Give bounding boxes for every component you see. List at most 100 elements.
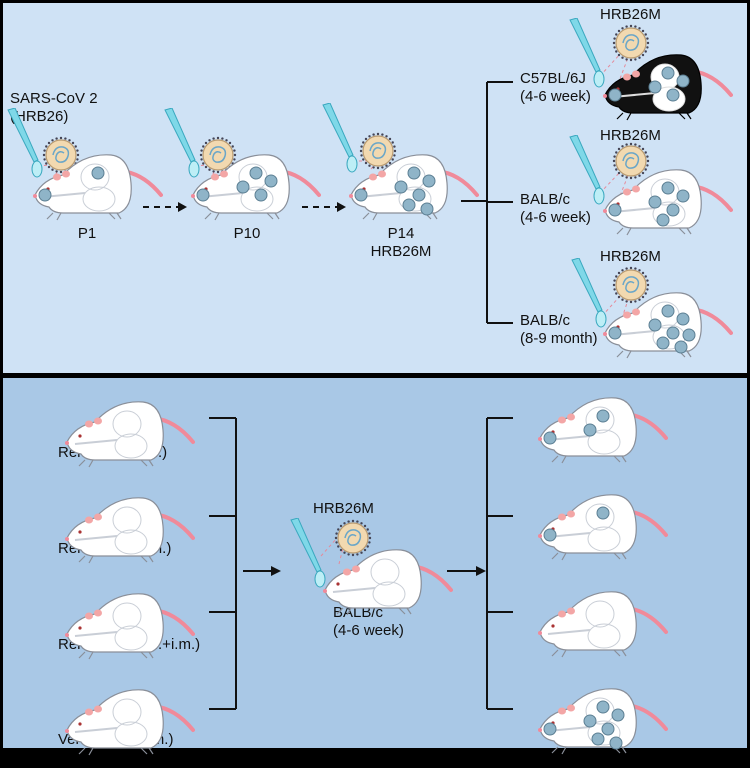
virus-particle: [358, 131, 398, 176]
virus-particle-icon: [334, 519, 372, 557]
pipette-icon: [322, 102, 358, 173]
mouse-icon: [603, 292, 733, 359]
treated-mouse-2: [55, 486, 195, 576]
challenged-mouse: [313, 538, 453, 628]
pipette: [163, 107, 203, 183]
challenge-group-label-1: C57BL/6J (4-6 week): [520, 70, 591, 106]
infection-focus: [666, 203, 680, 217]
droplet: [314, 570, 326, 588]
infection-focus: [674, 340, 688, 354]
infection-focus: [661, 66, 675, 80]
mouse-5: [593, 158, 733, 248]
infection-focus: [661, 181, 675, 195]
strain-label: BALB/c: [520, 312, 571, 329]
pipette: [568, 134, 608, 210]
pipette-icon: [569, 134, 605, 205]
age-label: (8-9 month): [520, 330, 598, 347]
infection-focus: [648, 195, 662, 209]
infection-focus: [656, 213, 670, 227]
infection-focus: [608, 88, 622, 102]
passage-label-p10: P10: [234, 225, 261, 243]
age-label: (4-6 week): [520, 209, 591, 226]
infection-focus: [609, 736, 623, 750]
pipette-icon: [7, 107, 43, 178]
magnification-lines: [601, 294, 630, 325]
infection-focus: [91, 166, 105, 180]
infection-focus: [591, 732, 605, 746]
droplet: [593, 187, 605, 205]
infection-focus: [648, 80, 662, 94]
challenge-group-label-3: BALB/c (8-9 month): [520, 312, 598, 348]
dashed-arrow-p1-p10: [143, 202, 187, 212]
strain-label: BALB/c: [520, 191, 571, 208]
branch-bracket: [461, 81, 513, 324]
virus-name: SARS-CoV 2: [10, 90, 98, 107]
virus-particle-icon: [42, 136, 80, 174]
mouse-icon: [349, 154, 479, 221]
virus-particle: [41, 135, 81, 180]
top-connectors: [143, 81, 513, 324]
infection-focus: [543, 431, 557, 445]
mouse-icon: [538, 494, 668, 561]
treatment-panel: Remdesivir (i.n.) Remdesivir (i.m.) Remd…: [3, 378, 747, 756]
virus-particle-icon: [612, 24, 650, 62]
treated-mouse-4: [55, 678, 195, 768]
droplet: [593, 70, 605, 88]
mouse-1: [23, 143, 163, 233]
pipette: [568, 17, 608, 93]
infection-focus: [676, 312, 690, 326]
infection-focus: [38, 188, 52, 202]
infection-focus: [596, 506, 610, 520]
droplet: [595, 310, 607, 328]
infection-focus: [666, 326, 680, 340]
pipette-icon: [290, 517, 326, 588]
arrow-to-outcome: [447, 566, 486, 576]
mouse-icon: [603, 169, 733, 236]
initial-virus-label: SARS-CoV 2 (HRB26): [10, 90, 98, 126]
outcome-mouse-2: [528, 483, 668, 573]
virus-particle-icon: [612, 142, 650, 180]
infection-focus: [420, 202, 434, 216]
virus-particle: [333, 518, 373, 563]
mouse-6: [593, 281, 733, 371]
droplet: [346, 155, 358, 173]
treated-mouse-3: [55, 582, 195, 672]
infection-focus: [354, 188, 368, 202]
mouse-icon: [538, 688, 668, 755]
mouse-2: [181, 143, 321, 233]
pipette-icon: [569, 17, 605, 88]
dashed-arrow-p10-p14: [302, 202, 346, 212]
infection-focus: [661, 304, 675, 318]
infection-focus: [412, 188, 426, 202]
pipette: [570, 257, 610, 333]
bottom-challenge-virus-label: HRB26M: [313, 500, 374, 517]
infection-focus: [596, 409, 610, 423]
outcome-mouse-1: [528, 386, 668, 476]
infection-focus: [236, 180, 250, 194]
infection-focus: [648, 318, 662, 332]
infection-focus: [608, 203, 622, 217]
virus-particle: [611, 141, 651, 186]
mouse-icon: [323, 549, 453, 616]
outcome-mouse-4: [528, 677, 668, 767]
age-label: (4-6 week): [333, 622, 404, 639]
passage-label-p1: P1: [78, 225, 96, 243]
mouse-icon: [65, 401, 195, 468]
pipette-icon: [164, 107, 200, 178]
age-label: (4-6 week): [520, 88, 591, 105]
mouse-icon: [65, 593, 195, 660]
mouse-icon: [538, 591, 668, 658]
mouse-4: [593, 43, 733, 133]
strain-label: C57BL/6J: [520, 70, 586, 87]
virus-particle-icon: [359, 132, 397, 170]
passage-label-p14: P14 HRB26M: [371, 225, 432, 261]
left-bracket: [209, 417, 237, 710]
challenge-virus-label-1: HRB26M: [600, 6, 661, 23]
passage-name: P14: [387, 225, 415, 242]
mouse-icon: [65, 497, 195, 564]
mouse-icon: [33, 154, 163, 221]
virus-particle: [611, 265, 651, 310]
droplet: [31, 160, 43, 178]
outcome-mouse-3: [528, 580, 668, 670]
challenge-virus-label-3: HRB26M: [600, 248, 661, 265]
